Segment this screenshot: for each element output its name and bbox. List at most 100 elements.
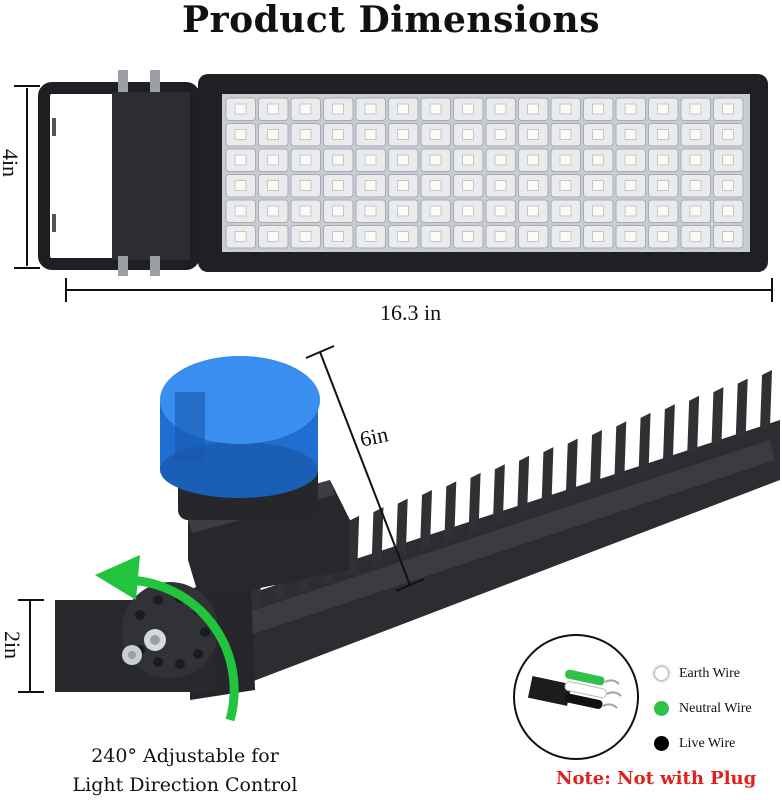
led-chip — [689, 129, 702, 140]
led-chip — [527, 103, 539, 115]
led-chip — [624, 103, 637, 115]
heat-sink-fin — [468, 472, 481, 533]
neutral-wire-dot-icon — [654, 701, 669, 716]
led-chip — [462, 205, 474, 217]
led-chip — [429, 154, 442, 166]
dimension-line-height — [14, 85, 40, 269]
led-chip — [494, 103, 507, 115]
led-chip — [397, 103, 409, 115]
led-chip — [494, 129, 507, 140]
earth-wire-dot-icon — [654, 666, 669, 681]
led-chip — [494, 154, 507, 166]
led-chip — [527, 205, 539, 217]
led-chip — [267, 154, 279, 166]
wire-legend-live: Live Wire — [654, 726, 752, 761]
led-panel-top — [198, 74, 768, 272]
bracket-dimension-label: 2in — [0, 630, 26, 660]
page-title: Product Dimensions — [182, 0, 600, 41]
led-chip — [332, 129, 344, 140]
led-chip — [299, 180, 312, 191]
led-chip — [722, 231, 734, 242]
heat-sink-fin — [638, 412, 651, 473]
led-chip — [364, 205, 377, 217]
led-chip — [429, 129, 442, 140]
led-chip — [267, 129, 279, 140]
adjustment-caption: 240° Adjustable for Light Direction Cont… — [40, 742, 330, 800]
led-chip — [429, 205, 442, 217]
neutral-wire-label: Neutral Wire — [679, 700, 752, 716]
led-chip — [689, 231, 702, 242]
led-chip — [462, 129, 474, 140]
heat-sink-fin — [371, 507, 384, 568]
led-chip — [722, 205, 734, 217]
led-chip — [299, 205, 312, 217]
wire-legend-neutral: Neutral Wire — [654, 691, 752, 726]
led-chip — [397, 205, 409, 217]
wire-inset — [513, 634, 639, 760]
led-chip — [592, 231, 604, 242]
led-chip — [592, 205, 604, 217]
led-chip — [624, 180, 637, 191]
led-chip — [657, 231, 669, 242]
wire-legend-earth: Earth Wire — [654, 656, 752, 691]
led-chip — [462, 154, 474, 166]
heat-sink-fin — [614, 421, 627, 482]
led-chip — [332, 154, 344, 166]
led-chip — [494, 231, 507, 242]
adjustment-caption-line1: 240° Adjustable for — [91, 745, 279, 767]
heat-sink-fin — [420, 490, 432, 550]
led-chip — [559, 103, 572, 115]
heat-sink-fin — [735, 378, 748, 439]
led-chip — [397, 180, 409, 191]
led-chip — [689, 205, 702, 217]
led-chip — [559, 205, 572, 217]
led-chip — [299, 103, 312, 115]
led-chip — [527, 180, 539, 191]
heat-sink-fin — [444, 481, 457, 542]
led-chip — [624, 154, 637, 166]
led-chip — [624, 129, 637, 140]
heat-sink-fin — [687, 395, 700, 456]
led-chip — [234, 129, 247, 140]
dimension-line-depth — [305, 345, 425, 592]
led-chip — [722, 154, 734, 166]
photocell-sensor — [160, 356, 320, 520]
mounting-bracket-top — [38, 70, 200, 276]
led-chip — [267, 103, 279, 115]
led-chip — [657, 103, 669, 115]
led-chip — [234, 180, 247, 191]
led-chip — [429, 231, 442, 242]
heat-sink-fin — [492, 464, 505, 525]
heat-sink-fin — [347, 515, 360, 576]
dimension-line-bracket — [18, 599, 44, 693]
led-chip — [267, 205, 279, 217]
led-chip — [527, 129, 539, 140]
led-chip — [527, 231, 539, 242]
led-chip — [592, 129, 604, 140]
led-chip — [559, 129, 572, 140]
led-chip — [364, 231, 377, 242]
led-chip — [267, 231, 279, 242]
led-chip — [527, 154, 539, 166]
plug-note: Note: Not with Plug — [556, 768, 757, 789]
heat-sink-fin — [395, 498, 408, 559]
wire-legend: Earth Wire Neutral Wire Live Wire — [654, 656, 752, 761]
led-chip — [462, 180, 474, 191]
led-chip — [592, 103, 604, 115]
heat-sink-fin — [517, 455, 530, 516]
led-chip — [722, 180, 734, 191]
led-chip — [462, 231, 474, 242]
heat-sink-fin — [565, 438, 578, 499]
led-chip — [267, 180, 279, 191]
led-chip — [234, 231, 247, 242]
led-chip — [429, 103, 442, 115]
led-chip — [657, 205, 669, 217]
led-chip — [397, 231, 409, 242]
led-chip — [364, 154, 377, 166]
led-chip — [364, 129, 377, 140]
heat-sink-fin — [662, 404, 675, 465]
rotation-arrow-icon — [95, 555, 239, 722]
led-chip — [397, 154, 409, 166]
led-chip — [689, 103, 702, 115]
heat-sink-fin — [590, 430, 602, 490]
